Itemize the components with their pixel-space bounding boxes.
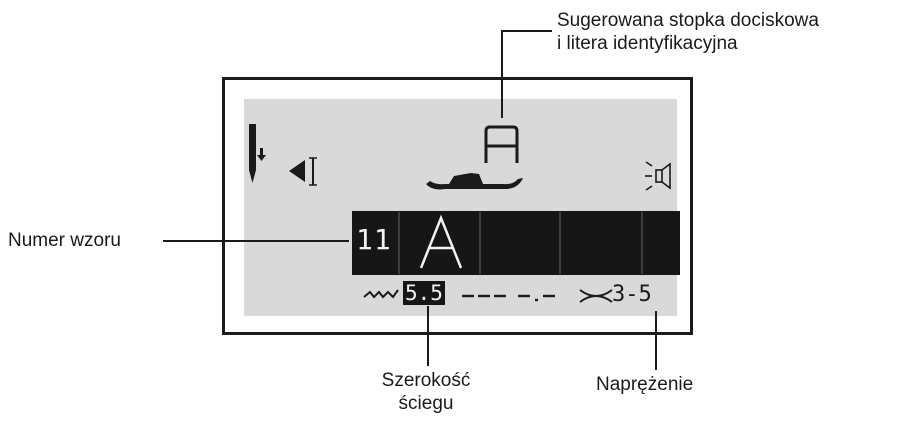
callout-tension: Naprężenie — [596, 374, 694, 395]
callout-suggested-foot: Sugerowana stopka dociskowa i litera ide… — [557, 9, 819, 55]
zigzag-icon — [363, 289, 399, 299]
callout-pattern-number: Numer wzoru — [8, 230, 121, 251]
callout-stitch-width: Szerokość ściegu — [369, 369, 483, 415]
suggested-foot-letter-glyph — [484, 125, 519, 163]
callout-stitch-width-line1: Szerokość — [381, 370, 471, 391]
pattern-bar — [352, 211, 680, 275]
pattern-letter-glyph — [419, 214, 463, 269]
display-stitch-width: 5.5 — [403, 281, 445, 305]
stitch-length-dashes — [462, 294, 555, 302]
presser-foot-icon — [426, 173, 523, 190]
display-pattern-number: 11 — [356, 223, 392, 256]
callout-suggested-foot-line1: Sugerowana stopka dociskowa — [557, 10, 819, 31]
needle-down-icon — [249, 124, 266, 183]
lcd-screen — [244, 99, 677, 316]
lcd-frame — [222, 77, 693, 335]
sound-icon — [645, 161, 671, 191]
callout-suggested-foot-line2: i litera identyfikacyjna — [557, 33, 738, 54]
display-tension: 3-5 — [612, 282, 652, 307]
leader-line-foot — [501, 30, 552, 118]
pattern-bar-dividers — [398, 212, 643, 274]
tension-icon — [579, 289, 613, 303]
reverse-stitch-icon — [289, 157, 317, 186]
callout-stitch-width-line2: ściegu — [398, 393, 454, 414]
